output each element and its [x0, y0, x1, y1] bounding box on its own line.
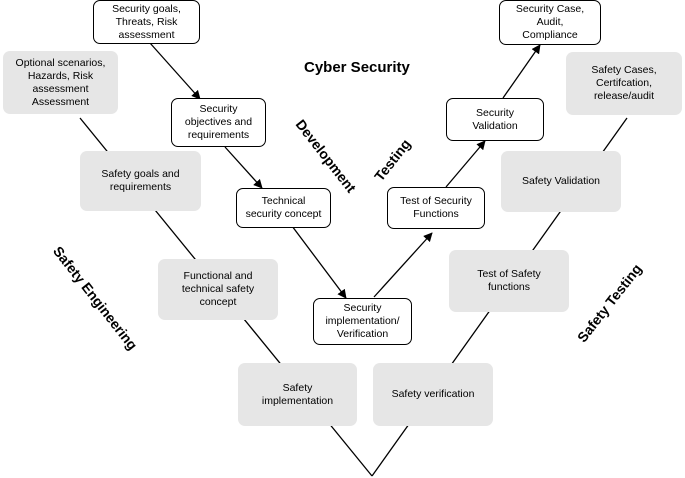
security-objectives-box: Security objectives and requirements	[171, 98, 266, 147]
safety-goals-box: Safety goals and requirements	[80, 151, 201, 211]
functional-technical-safety-box: Functional and technical safety concept	[158, 259, 278, 320]
security-implementation-box: Security implementation/ Verification	[313, 298, 412, 345]
arrow-objectives-to-technical	[224, 146, 263, 189]
arrow-technical-to-implementation	[291, 225, 347, 299]
security-case-box: Security Case, Audit, Compliance	[499, 0, 601, 45]
arrow-validation-to-case	[502, 44, 541, 99]
test-security-functions-box: Test of Security Functions	[387, 187, 485, 229]
safety-cases-box: Safety Cases, Certifcation, release/audi…	[566, 52, 682, 115]
test-safety-functions-box: Test of Safety functions	[449, 250, 569, 312]
arrow-goals-to-objectives	[149, 42, 201, 100]
technical-security-concept-box: Technical security concept	[236, 188, 331, 228]
cyber-security-title: Cyber Security	[304, 59, 410, 76]
optional-scenarios-box: Optional scenarios, Hazards, Risk assess…	[3, 51, 118, 114]
safety-validation-box: Safety Validation	[501, 151, 621, 212]
arrow-test-to-validation	[445, 140, 486, 188]
safety-implementation-box: Safety implementation	[238, 363, 357, 426]
security-validation-box: Security Validation	[446, 98, 544, 141]
security-goals-box: Security goals, Threats, Risk assessment	[93, 0, 200, 44]
safety-verification-box: Safety verification	[373, 363, 493, 426]
arrow-implementation-to-test	[373, 232, 433, 298]
